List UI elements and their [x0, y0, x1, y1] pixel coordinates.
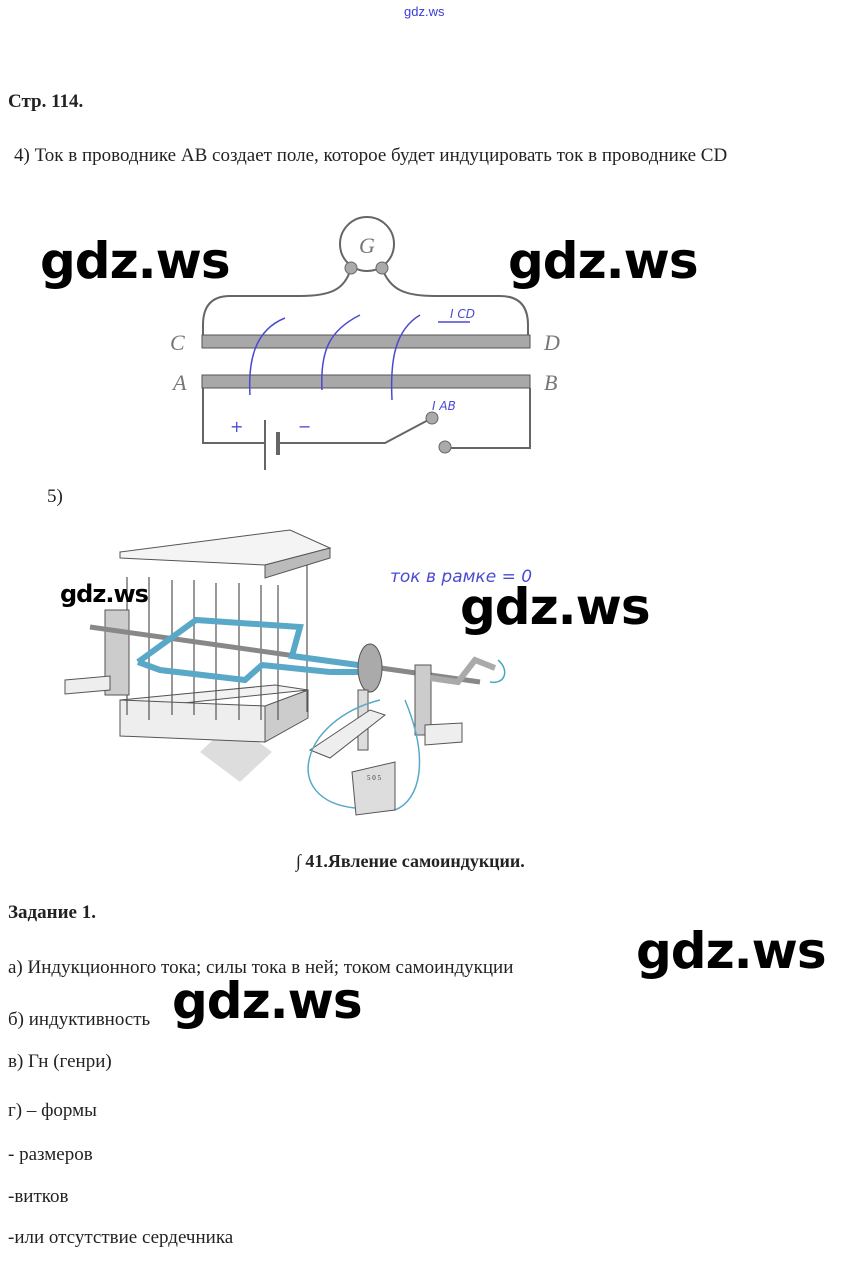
top-plate-side: [264, 547, 331, 579]
field-lines: [248, 314, 470, 401]
left-base: [64, 675, 111, 695]
right-stand: [414, 664, 432, 736]
label-c: C: [170, 330, 185, 355]
site-link[interactable]: gdz.ws: [404, 4, 445, 19]
plus-sign: +: [230, 417, 243, 436]
label-a: A: [171, 370, 187, 395]
galvanometer: [351, 761, 396, 816]
switch-contact: [425, 411, 439, 425]
bottom-plate-front: [119, 699, 266, 743]
watermark: gdz.ws: [636, 922, 827, 980]
answer-line: в) Гн (генри): [8, 1051, 112, 1072]
watermark: gdz.ws: [60, 580, 149, 608]
item-4-text: 4) Ток в проводнике АВ создает поле, кот…: [14, 145, 728, 166]
generator-figure: 5 0 5 ток в рамке = 0: [64, 529, 532, 816]
current-cd-label: I CD: [450, 307, 475, 321]
watermark: gdz.ws: [40, 232, 231, 290]
switch-terminal: [438, 440, 452, 454]
current-ab-label: I AB: [432, 399, 456, 413]
handwritten-note: ток в рамке = 0: [390, 567, 532, 587]
wire-loop: [136, 616, 381, 671]
answer-line: б) индуктивность: [8, 1009, 151, 1030]
watermark: gdz.ws: [172, 972, 363, 1030]
brush-base: [308, 709, 387, 759]
lower-circuit: [202, 388, 531, 449]
meter-wires: [307, 699, 421, 811]
answer-line: а) Индукционного тока; силы тока в ней; …: [8, 957, 514, 978]
answer-line: -или отсутствие сердечника: [8, 1227, 234, 1248]
wire-left: [202, 267, 352, 336]
crank-handle: [429, 656, 497, 686]
bottom-plate-side: [264, 689, 309, 743]
label-b: B: [544, 370, 557, 395]
watermark: gdz.ws: [460, 578, 651, 636]
label-d: D: [543, 330, 560, 355]
wire-right: [381, 267, 529, 336]
answer-line: -витков: [8, 1186, 69, 1207]
conductor-ab: [201, 374, 531, 389]
page-reference: Стр. 114.: [8, 91, 84, 112]
meter-scale: 5 0 5: [367, 774, 382, 782]
answer-line: г) – формы: [8, 1100, 97, 1121]
conductor-cd: [201, 334, 531, 349]
item-5-label: 5): [47, 486, 63, 507]
rotation-arrow: [489, 659, 506, 684]
task-title: Задание 1.: [8, 902, 96, 923]
answer-line: - размеров: [8, 1144, 93, 1165]
circuit-figure: G C D A B + − I CD I AB: [170, 216, 560, 470]
terminal-right: [375, 261, 389, 275]
watermark: gdz.ws: [508, 232, 699, 290]
section-title: ∫ 41.Явление самоиндукции.: [296, 851, 525, 871]
galvanometer-label: G: [359, 233, 375, 258]
right-base: [424, 722, 463, 746]
galvanometer-circle: [339, 216, 395, 272]
minus-sign: −: [298, 417, 311, 436]
commutator-disc: [357, 643, 383, 693]
terminal-left: [344, 261, 358, 275]
